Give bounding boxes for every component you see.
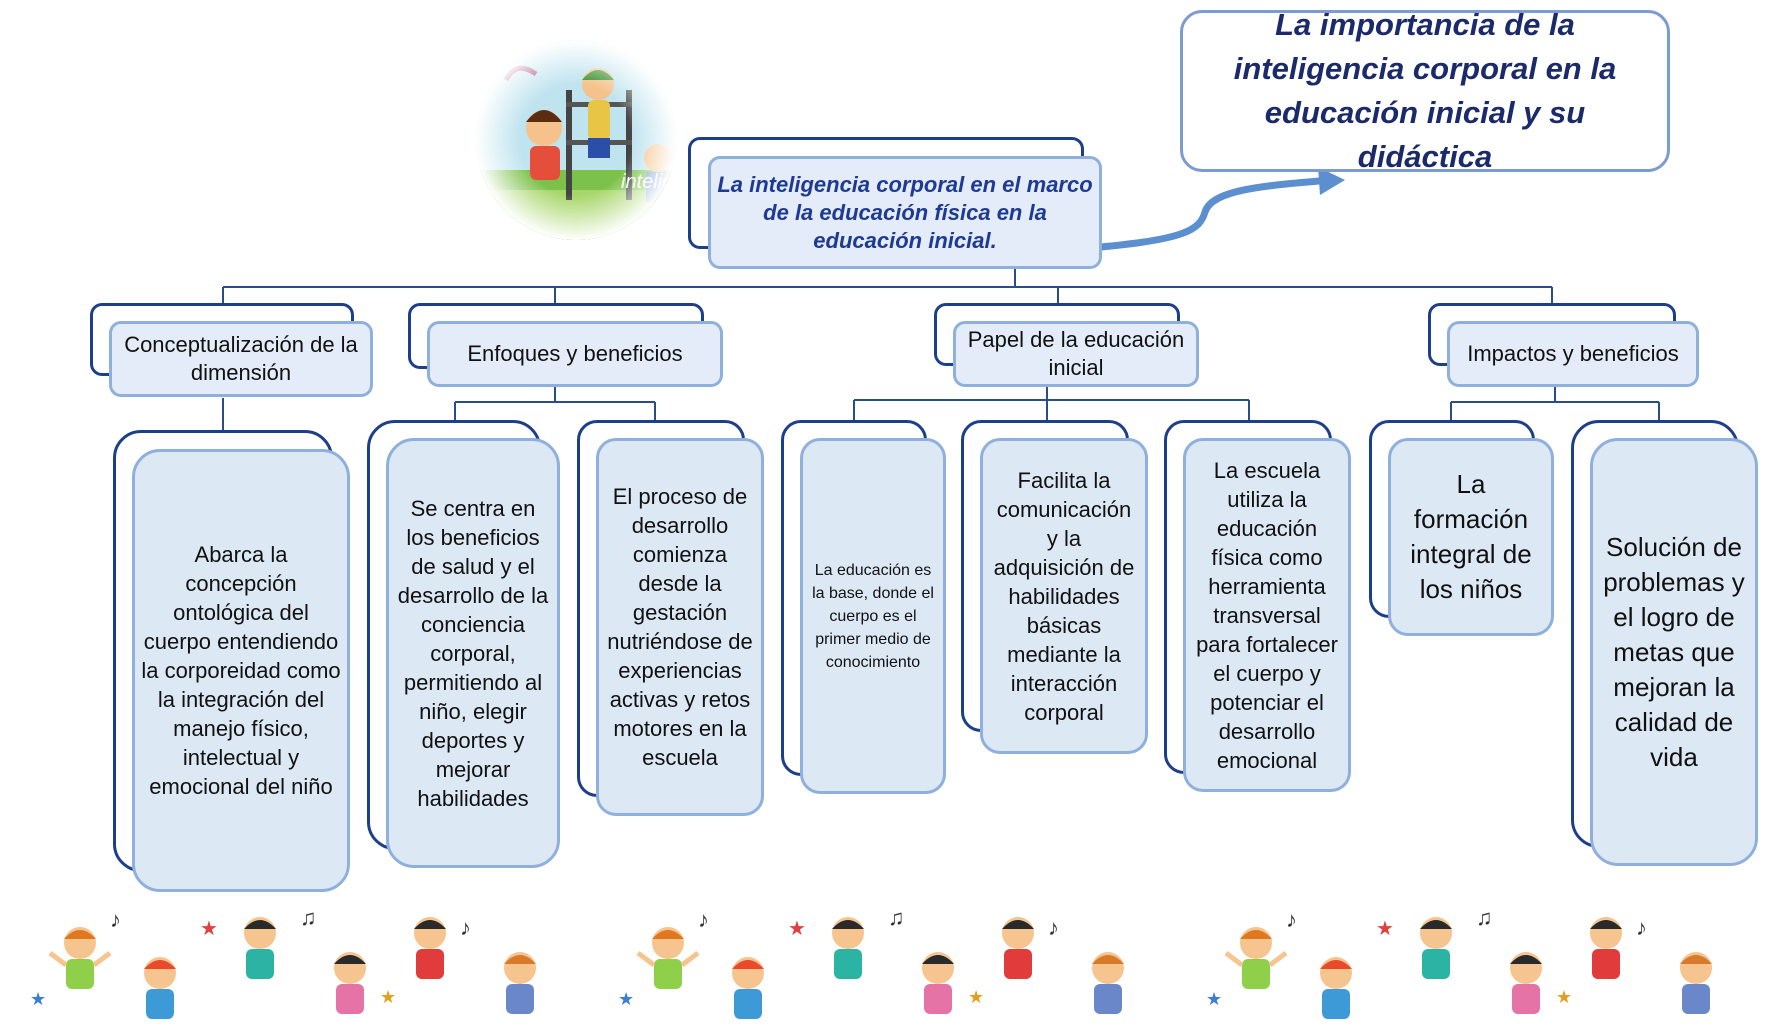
svg-text:♪: ♪ bbox=[460, 915, 471, 940]
double-arrow bbox=[1073, 167, 1345, 262]
leaf-conceptualizacion: Abarca la concepción ontológica del cuer… bbox=[132, 449, 350, 892]
svg-text:★: ★ bbox=[30, 989, 46, 1009]
leaf-impactos-formacion: La formación integral de los niños bbox=[1388, 438, 1554, 636]
leaf-papel-escuela: La escuela utiliza la educación física c… bbox=[1183, 438, 1351, 792]
category-conceptualizacion: Conceptualización de la dimensión bbox=[109, 321, 373, 397]
dancing-children-border: ♪ ★ ♫ ★ ♪ ★ bbox=[30, 905, 1768, 1027]
main-title: La importancia de la inteligencia corpor… bbox=[1180, 7, 1670, 174]
leaf-enfoques-desarrollo: El proceso de desarrollo comienza desde … bbox=[596, 438, 764, 816]
svg-text:★: ★ bbox=[380, 987, 396, 1007]
children-illustration: inteligen bbox=[476, 40, 676, 240]
svg-text:♪: ♪ bbox=[110, 907, 121, 932]
leaf-papel-base: La educación es la base, donde el cuerpo… bbox=[800, 438, 946, 794]
svg-text:♫: ♫ bbox=[300, 905, 317, 930]
category-impactos: Impactos y beneficios bbox=[1447, 321, 1699, 387]
root-node: La inteligencia corporal en el marco de … bbox=[708, 156, 1102, 269]
category-papel: Papel de la educación inicial bbox=[953, 321, 1199, 387]
leaf-enfoques-salud: Se centra en los beneficios de salud y e… bbox=[386, 438, 560, 868]
leaf-impactos-solucion: Solución de problemas y el logro de meta… bbox=[1590, 438, 1758, 866]
leaf-papel-comunicacion: Facilita la comunicación y la adquisició… bbox=[980, 438, 1148, 754]
category-enfoques: Enfoques y beneficios bbox=[427, 321, 723, 387]
svg-text:★: ★ bbox=[200, 918, 218, 940]
